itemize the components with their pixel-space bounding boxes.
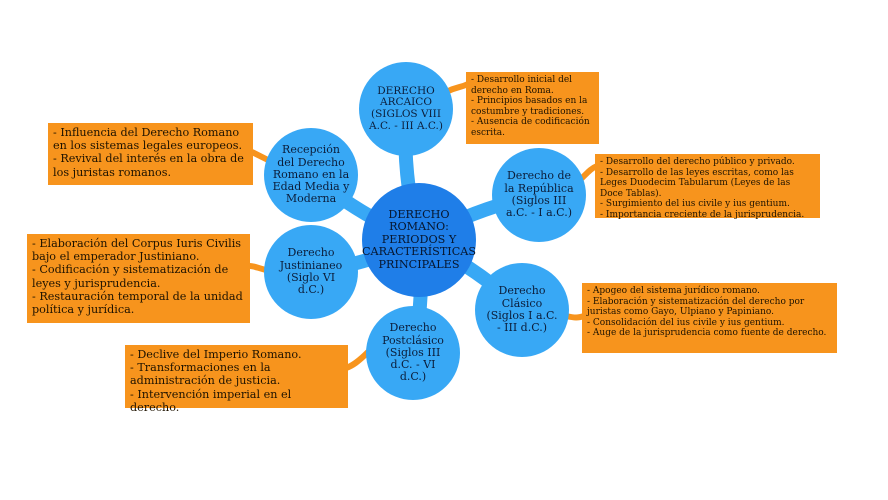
node-label: Derecho Clásico (Siglos I a.C. - III d.C… <box>486 284 558 335</box>
note-line: - Elaboración y sistematización del dere… <box>587 296 805 318</box>
note-line: - Codificación y sistematización de leye… <box>32 263 229 290</box>
note-line: - Importancia creciente de la jurisprude… <box>600 210 805 221</box>
note-line: - Surgimiento del ius civile y ius genti… <box>600 199 790 210</box>
note-recepcion: - Influencia del Derecho Romano en los s… <box>48 123 253 185</box>
center-node[interactable]: DERECHO ROMANO: PERIODOS Y CARACTERÍSTIC… <box>362 183 476 297</box>
note-derecho-republica: - Desarrollo del derecho público y priva… <box>595 154 820 221</box>
node-label: Recepción del Derecho Romano en la Edad … <box>272 143 350 206</box>
note-derecho-postclasico: - Declive del Imperio Romano. - Transfor… <box>125 345 348 414</box>
node-recepcion[interactable]: Recepción del Derecho Romano en la Edad … <box>264 128 358 222</box>
note-line: - Revival del interés en la obra de los … <box>53 152 244 179</box>
center-label: DERECHO ROMANO: PERIODOS Y CARACTERÍSTIC… <box>361 207 477 271</box>
note-line: - Ausencia de codificación escrita. <box>471 117 590 139</box>
node-derecho-justinianeo[interactable]: Derecho Justinianeo (Siglo VI d.C.) <box>264 225 358 319</box>
node-label: DERECHO ARCAICO (SIGLOS VIII A.C. - III … <box>369 84 443 132</box>
note-line: - Apogeo del sistema jurídico romano. <box>587 286 760 296</box>
node-label: Derecho Justinianeo (Siglo VI d.C.) <box>279 246 343 297</box>
note-line: - Auge de la jurisprudencia como fuente … <box>587 328 827 339</box>
note-line: - Desarrollo del derecho público y priva… <box>600 157 795 167</box>
note-line: - Consolidación del ius civile y ius gen… <box>587 317 785 328</box>
note-line: - Declive del Imperio Romano. <box>130 348 302 361</box>
note-line: - Intervención imperial en el derecho. <box>130 387 292 414</box>
note-line: - Restauración temporal de la unidad pol… <box>32 289 243 317</box>
note-line: - Desarrollo inicial del derecho en Roma… <box>471 75 573 96</box>
node-derecho-arcaico[interactable]: DERECHO ARCAICO (SIGLOS VIII A.C. - III … <box>359 62 453 156</box>
node-derecho-postclasico[interactable]: Derecho Postclásico (Siglos III d.C. - V… <box>366 306 460 400</box>
note-line: - Influencia del Derecho Romano en los s… <box>53 126 242 153</box>
node-label: Derecho Postclásico (Siglos III d.C. - V… <box>382 321 444 384</box>
node-derecho-republica[interactable]: Derecho de la República (Siglos III a.C.… <box>492 148 586 242</box>
note-derecho-clasico: - Apogeo del sistema jurídico romano. - … <box>582 283 837 353</box>
node-label: Derecho de la República (Siglos III a.C.… <box>504 169 574 220</box>
note-line: - Transformaciones en la administración … <box>130 361 281 388</box>
note-derecho-arcaico: - Desarrollo inicial del derecho en Roma… <box>466 72 599 144</box>
note-derecho-justinianeo: - Elaboración del Corpus Iuris Civilis b… <box>27 234 250 323</box>
note-line: - Elaboración del Corpus Iuris Civilis b… <box>32 237 242 264</box>
note-connector-postclasico <box>343 349 371 371</box>
note-line: - Principios basados en la costumbre y t… <box>471 96 588 117</box>
note-line: - Desarrollo de las leyes escritas, como… <box>600 167 794 199</box>
node-derecho-clasico[interactable]: Derecho Clásico (Siglos I a.C. - III d.C… <box>475 263 569 357</box>
